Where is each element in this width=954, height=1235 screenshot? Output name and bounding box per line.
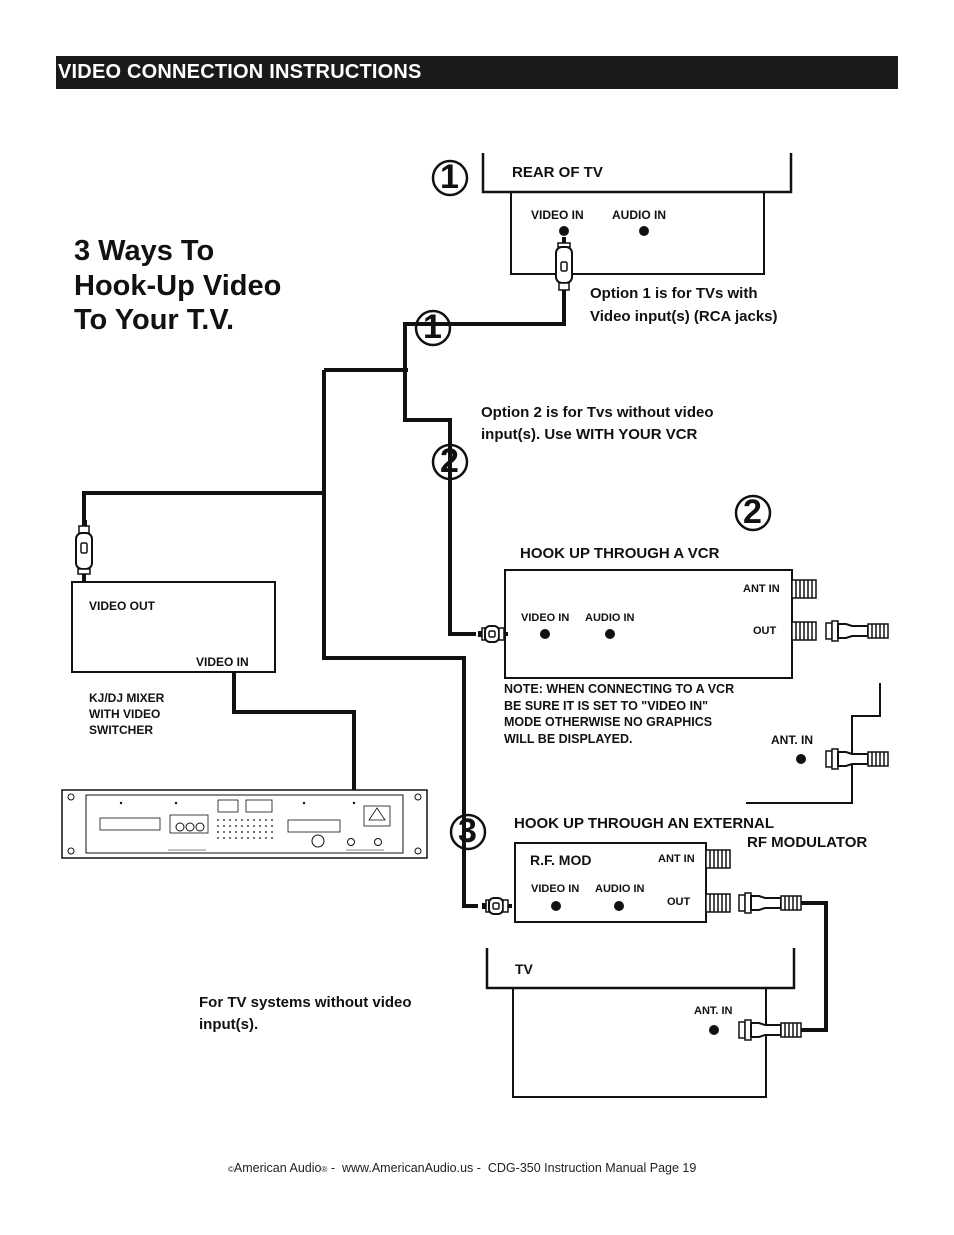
option1-text-line-1: Option 1 is for TVs with [590, 285, 758, 302]
coax-cable [801, 901, 828, 1032]
vcr-note: NOTE: WHEN CONNECTING TO A VCR BE SURE I… [504, 681, 734, 747]
vcr-note-line-3: MODE OTHERWISE NO GRAPHICS [504, 715, 713, 729]
rear-tv-video-jack-icon [559, 226, 569, 236]
marker-1-top-label: 1 [440, 158, 459, 196]
rear-tv-title: REAR OF TV [512, 164, 603, 181]
marker-3-cable-label: 3 [458, 812, 477, 850]
marker-2-vcr [734, 494, 772, 532]
marker-1-top [431, 159, 469, 197]
tv-title: TV [515, 961, 533, 977]
rear-tv-rca-plug-icon [555, 237, 573, 295]
option2-text-line-2: input(s). Use WITH YOUR VCR [481, 426, 698, 443]
headline: 3 Ways To Hook-Up Video To Your T.V. [74, 234, 281, 338]
section-header-title: VIDEO CONNECTION INSTRUCTIONS [58, 61, 422, 83]
section-header-bar [56, 56, 898, 89]
kj-dj-mixer-box [71, 581, 276, 673]
footer-sep-1: - [327, 1161, 339, 1175]
rf-video-jack-icon [551, 901, 561, 911]
rf-ant-in-label: ANT IN [658, 853, 695, 865]
vcr-ant-in-label: ANT IN [743, 583, 780, 595]
headline-line-1: 3 Ways To [74, 235, 215, 267]
rf-box-title: R.F. MOD [530, 852, 592, 868]
footer-site: www.AmericanAudio.us [341, 1161, 474, 1175]
mixer-caption-line-2: WITH VIDEO [89, 707, 161, 721]
rear-of-tv-panel [481, 153, 793, 275]
rf-audio-jack-icon [614, 901, 624, 911]
vcr-video-jack-icon [540, 629, 550, 639]
vcr-ant-in-jack-icon [791, 579, 817, 599]
vcr-out-label: OUT [753, 625, 777, 637]
marker-3-cable [449, 813, 487, 851]
rf-out-jack-icon [705, 893, 731, 913]
marker-2-vcr-label: 2 [743, 493, 762, 531]
rf-section-title-line-2: RF MODULATOR [747, 834, 868, 851]
tv-caption-line-2: input(s). [199, 1016, 259, 1033]
page-footer: ©American Audio® - www.AmericanAudio.us … [228, 1161, 696, 1175]
headline-line-2: Hook-Up Video [74, 269, 282, 302]
tv-caption-line-1: For TV systems without video [199, 994, 412, 1011]
vcr-rca-plug-icon [477, 625, 509, 643]
vcr-tv-panel [746, 683, 881, 804]
tv-ant-plug-icon [738, 1019, 802, 1041]
footer-manual-page: CDG-350 Instruction Manual Page 19 [487, 1161, 697, 1175]
mixer-caption-line-1: KJ/DJ MIXER [89, 691, 165, 705]
footer-brand: American Audio [233, 1161, 322, 1175]
footer-registered: ® [321, 1165, 328, 1174]
footer-sep-2: - [473, 1161, 485, 1175]
vcr-audio-jack-icon [605, 629, 615, 639]
marker-2-cable-label: 2 [440, 442, 459, 480]
option1-text-line-2: Video input(s) (RCA jacks) [590, 308, 778, 325]
option2-text-line-1: Option 2 is for Tvs without video [481, 404, 714, 421]
vcr-out-jack-icon [791, 621, 817, 641]
rf-section-title-line-1: HOOK UP THROUGH AN EXTERNAL [514, 815, 775, 832]
vcr-note-line-1: NOTE: WHEN CONNECTING TO A VCR [504, 682, 735, 696]
mixer-video-out-label: VIDEO OUT [89, 599, 156, 613]
rf-audio-in-label: AUDIO IN [595, 883, 645, 895]
vcr-audio-in-label: AUDIO IN [585, 612, 635, 624]
headline-line-3: To Your T.V. [74, 304, 235, 336]
mixer-rca-plug-icon [75, 520, 93, 582]
mixer-caption-line-3: SWITCHER [89, 723, 153, 737]
rf-ant-in-jack-icon [705, 849, 731, 869]
rf-out-plug-icon [738, 892, 802, 914]
vcr-out-plug-icon [825, 620, 889, 642]
rf-modulator-box [514, 842, 707, 923]
marker-1-cable-label: 1 [423, 308, 442, 346]
vcr-tv-ant-in-label: ANT. IN [771, 733, 813, 747]
tv-ant-in-label: ANT. IN [694, 1005, 733, 1017]
rf-video-in-label: VIDEO IN [531, 883, 580, 895]
rf-out-label: OUT [667, 896, 691, 908]
footer-copyright: © [228, 1165, 234, 1174]
rf-rca-plug-icon [481, 897, 513, 915]
mixer-video-in-label: VIDEO IN [196, 655, 249, 669]
vcr-tv-ant-plug-icon [825, 748, 889, 770]
marker-1-cable [414, 309, 452, 347]
rear-tv-video-in-label: VIDEO IN [531, 208, 584, 222]
vcr-note-line-2: BE SURE IT IS SET TO "VIDEO IN" [504, 698, 709, 713]
tv-panel [485, 948, 796, 1098]
rear-tv-audio-jack-icon [639, 226, 649, 236]
vcr-video-in-label: VIDEO IN [521, 612, 570, 624]
vcr-section-title: HOOK UP THROUGH A VCR [520, 545, 720, 562]
rack-unit-icon [61, 789, 428, 859]
rear-tv-audio-in-label: AUDIO IN [612, 208, 666, 222]
vcr-note-line-4: WILL BE DISPLAYED. [504, 731, 633, 746]
tv-ant-jack-icon [709, 1025, 719, 1035]
vcr-tv-ant-jack-icon [796, 754, 806, 764]
